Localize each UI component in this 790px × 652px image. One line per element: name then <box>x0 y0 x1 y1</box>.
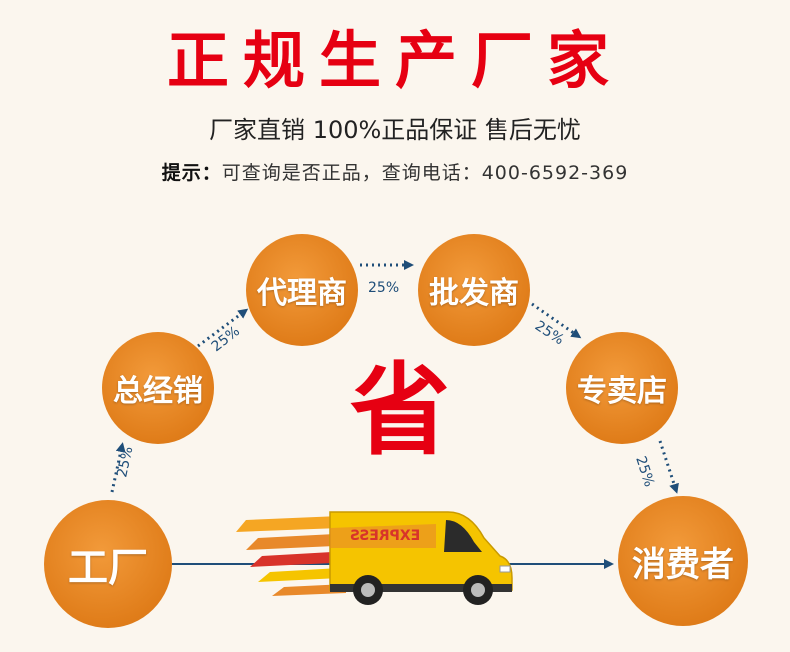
node-factory: 工厂 <box>44 500 172 628</box>
markup-label-3: 25% <box>368 280 399 296</box>
arrow-distributor-to-agent <box>197 308 249 348</box>
speed-streaks <box>236 516 346 596</box>
van-label: EXPRESS <box>350 528 421 544</box>
node-store: 专卖店 <box>566 332 678 444</box>
arrow-store-to-consumer <box>658 440 679 494</box>
node-wholesaler: 批发商 <box>418 234 530 346</box>
hint-text: 可查询是否正品，查询电话：400-6592-369 <box>221 162 629 184</box>
hint-label: 提示： <box>161 162 222 184</box>
page-title: 正规生产厂家 <box>166 24 623 97</box>
arrow-factory-to-distributor <box>110 442 126 493</box>
hint-line: 提示：可查询是否正品，查询电话：400-6592-369 <box>0 164 790 183</box>
node-agent: 代理商 <box>246 234 358 346</box>
node-consumer: 消费者 <box>618 496 748 626</box>
node-general-distributor: 总经销 <box>102 332 214 444</box>
subtitle: 厂家直销 100%正品保证 售后无忧 <box>209 116 581 144</box>
save-character: 省 <box>350 351 450 469</box>
markup-label-1: 25% <box>114 445 136 479</box>
